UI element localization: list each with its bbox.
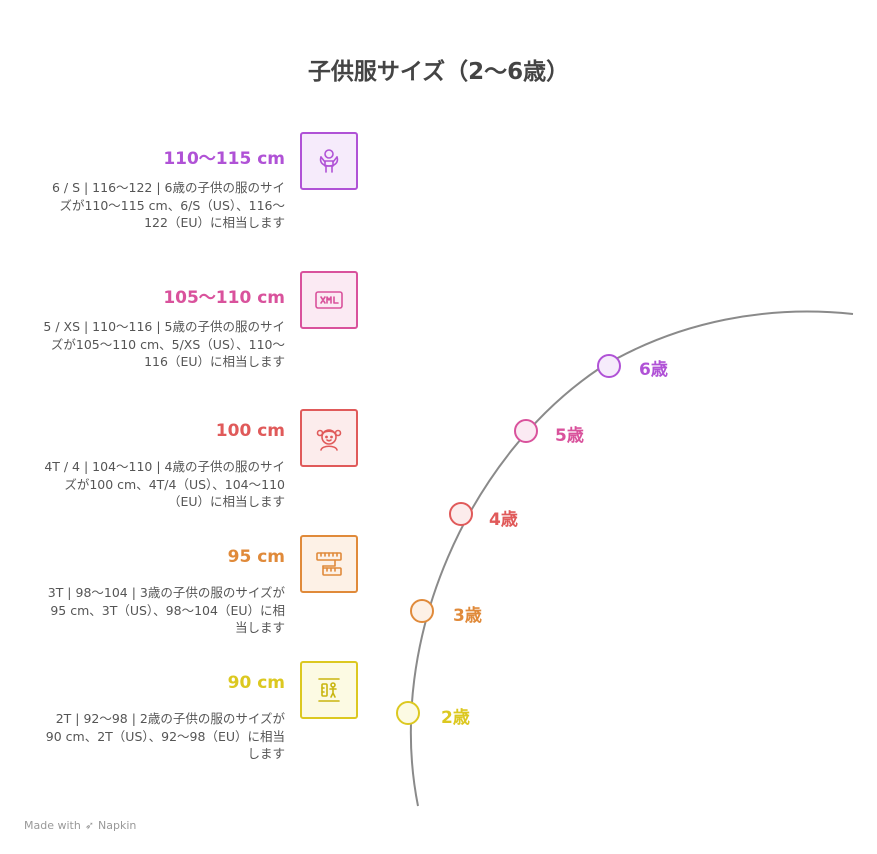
- timeline-marker-2歳: [396, 701, 420, 725]
- size-description: 5 / XS | 110〜116 | 5歳の子供の服のサイズが105〜110 c…: [43, 319, 285, 369]
- size-heading: 100 cm: [215, 421, 285, 441]
- page-title: 子供服サイズ（2〜6歳）: [307, 59, 570, 85]
- timeline-marker-3歳: [410, 599, 434, 623]
- timeline-marker-6歳: [597, 354, 621, 378]
- jump-rope-child-icon: [300, 132, 358, 190]
- height-chart-icon: [300, 661, 358, 719]
- size-heading: 105〜110 cm: [163, 288, 285, 308]
- size-heading: 95 cm: [227, 547, 285, 567]
- size-description: 4T / 4 | 104〜110 | 4歳の子供の服のサイズが100 cm、4T…: [44, 459, 285, 509]
- size-heading: 110〜115 cm: [163, 149, 285, 169]
- footer-made-with: Made with: [24, 819, 81, 832]
- size-description: 2T | 92〜98 | 2歳の子供の服のサイズが90 cm、2T（US）、92…: [45, 711, 285, 761]
- napkin-logo-icon: ➶: [84, 819, 95, 832]
- size-description: 6 / S | 116〜122 | 6歳の子供の服のサイズが110〜115 cm…: [51, 180, 285, 230]
- age-label-4: 4歳: [489, 510, 518, 530]
- footer-attribution: Made with ➶ Napkin: [24, 819, 136, 832]
- age-label-2: 2歳: [441, 708, 470, 728]
- age-label-6: 6歳: [639, 360, 668, 380]
- xml-tag-icon: [300, 271, 358, 329]
- measuring-tape-icon: [300, 535, 358, 593]
- size-heading: 90 cm: [227, 673, 285, 693]
- girl-face-icon: [300, 409, 358, 467]
- timeline-marker-4歳: [449, 502, 473, 526]
- age-label-3: 3歳: [453, 606, 482, 626]
- footer-brand: Napkin: [98, 819, 137, 832]
- size-description: 3T | 98〜104 | 3歳の子供の服のサイズが95 cm、3T（US）、9…: [47, 585, 285, 635]
- age-label-5: 5歳: [555, 426, 584, 446]
- timeline-marker-5歳: [514, 419, 538, 443]
